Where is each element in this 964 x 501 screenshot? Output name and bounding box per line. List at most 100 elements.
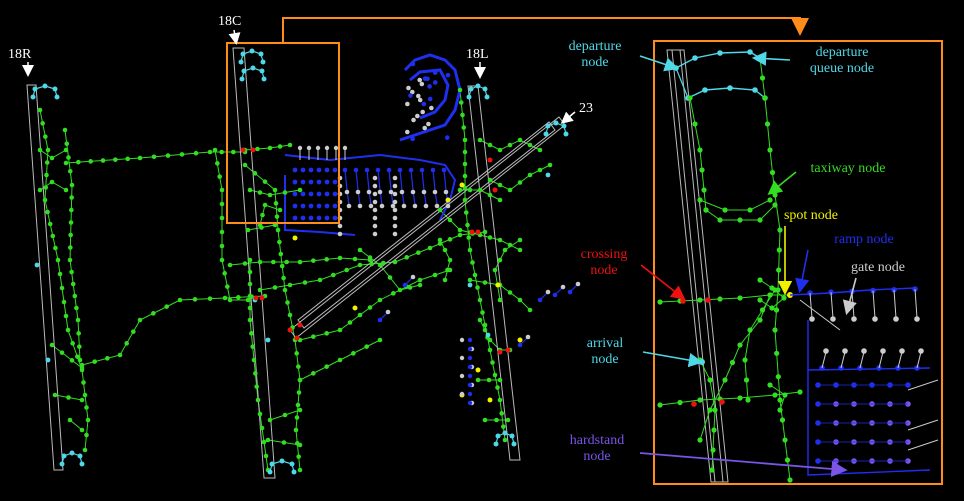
taxiway-node xyxy=(462,149,468,155)
taxiway-node xyxy=(437,237,443,243)
taxiway-node xyxy=(297,467,303,473)
taxiway-node xyxy=(417,282,423,288)
taxiway-node xyxy=(69,269,74,275)
taxiway-node xyxy=(777,227,783,233)
gate-node xyxy=(372,207,378,213)
legend-departure-arrow xyxy=(639,55,680,72)
gate-node xyxy=(459,391,465,397)
taxiway-edges xyxy=(32,50,579,473)
taxiway-node xyxy=(490,360,495,365)
taxiway-node xyxy=(79,397,85,403)
departure-node xyxy=(30,94,36,100)
gate-node xyxy=(459,337,465,343)
departure-node xyxy=(563,131,569,137)
taxiway-node xyxy=(43,185,49,190)
ramp-node xyxy=(427,96,433,102)
gate-node xyxy=(410,89,415,95)
taxiway-node xyxy=(475,285,480,290)
taxiway-node xyxy=(76,331,81,336)
taxiway-node xyxy=(137,317,143,323)
ramp-node xyxy=(292,203,298,209)
legend-ramp-arrow xyxy=(795,249,810,294)
taxiway-node xyxy=(687,95,693,101)
taxiway-node xyxy=(297,442,303,448)
ramp-node xyxy=(410,61,416,67)
departure-node xyxy=(502,430,508,436)
edge xyxy=(399,169,405,206)
ramp-node xyxy=(300,215,306,221)
taxiway-node xyxy=(472,272,478,278)
edge xyxy=(355,169,361,206)
ramp-node xyxy=(441,167,447,173)
taxiway-node xyxy=(745,397,751,403)
taxiway-node xyxy=(517,247,523,253)
taxiway-node xyxy=(517,297,523,303)
legend-gate-line: gate node xyxy=(851,260,905,275)
taxiway-node xyxy=(63,160,69,166)
zoom-runway-outline xyxy=(666,49,729,483)
taxiway-node xyxy=(717,217,723,223)
runway-18r-outline xyxy=(26,84,64,471)
taxiway-node xyxy=(252,171,258,176)
taxiway-node xyxy=(507,142,513,148)
taxiway-node xyxy=(82,447,88,453)
edge xyxy=(907,419,939,431)
taxiway-node xyxy=(777,397,783,403)
taxiway-node xyxy=(76,159,81,165)
ramp-node xyxy=(467,373,473,379)
taxiway-node xyxy=(461,125,467,130)
ramp-node xyxy=(419,167,425,173)
ramp-node xyxy=(332,203,338,209)
taxiway-node xyxy=(470,260,475,265)
taxiway-node xyxy=(47,221,53,227)
departure-node xyxy=(553,120,559,126)
gate-node xyxy=(346,203,352,209)
departure-node xyxy=(561,123,567,129)
crossing-node xyxy=(505,347,511,353)
runway-23-arrow xyxy=(560,111,576,124)
legend-queue-arrow xyxy=(751,51,791,66)
taxiway-node xyxy=(74,305,79,311)
taxiway-node xyxy=(63,187,69,193)
taxiway-node xyxy=(462,173,468,179)
ramp-node xyxy=(427,84,432,89)
taxiway-node xyxy=(381,260,386,266)
departure-node xyxy=(59,461,65,467)
taxiway-node xyxy=(507,242,513,248)
taxiway-node xyxy=(487,192,493,198)
taxiway-node xyxy=(737,295,743,301)
gate-node xyxy=(337,231,343,237)
legend-queue-line: departure xyxy=(816,45,869,60)
taxiway-node xyxy=(45,147,51,153)
taxiway-node xyxy=(527,307,533,313)
taxiway-node xyxy=(37,187,43,193)
taxiway-node xyxy=(367,305,373,310)
legend-departure-line: node xyxy=(581,55,608,70)
taxiway-node xyxy=(477,137,483,143)
taxiway-node xyxy=(707,407,713,413)
departure-node xyxy=(261,76,267,82)
gate-node xyxy=(893,316,899,322)
taxiway-node xyxy=(287,312,293,318)
departure-node xyxy=(239,76,245,82)
taxiway-node xyxy=(297,377,303,383)
taxiway-node xyxy=(492,267,498,273)
gate-node xyxy=(410,274,416,280)
taxiway-node xyxy=(447,217,453,223)
edge xyxy=(366,169,372,206)
taxiway-node xyxy=(57,271,63,277)
taxiway-node xyxy=(465,222,470,228)
taxiway-node xyxy=(131,329,136,334)
ramp-node xyxy=(324,191,330,197)
departure-node xyxy=(61,453,67,459)
gate-node xyxy=(315,145,321,151)
taxiway-node xyxy=(507,187,513,193)
taxiway-node xyxy=(66,155,71,160)
runway-18c-arrow xyxy=(228,29,241,45)
ramp-node xyxy=(292,167,298,173)
runway-23-outline xyxy=(289,116,566,339)
edge xyxy=(872,290,876,319)
taxiway-node xyxy=(84,405,89,410)
